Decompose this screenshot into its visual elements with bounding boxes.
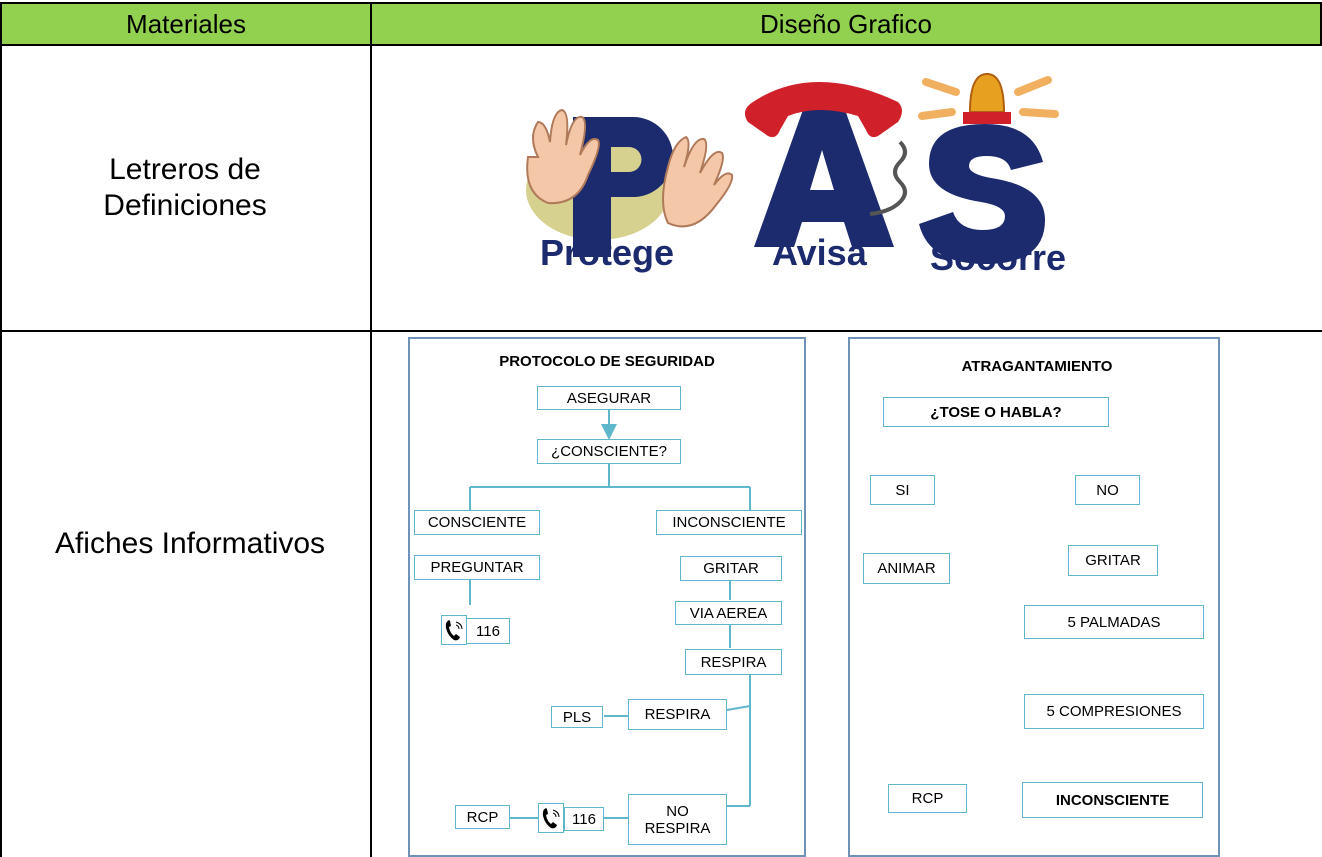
box-rcp-safety: RCP <box>455 805 510 829</box>
choking-title: ATRAGANTAMIENTO <box>961 358 1113 375</box>
box-pls: PLS <box>551 706 603 728</box>
letter-s-shape <box>919 124 1045 264</box>
box-animar: ANIMAR <box>863 553 950 584</box>
box-palmadas: 5 PALMADAS <box>1024 605 1204 639</box>
poster-safety-protocol <box>408 337 806 857</box>
phone-button-1 <box>441 615 467 645</box>
red-phone-icon <box>744 82 902 138</box>
box-phone-116-2: 116 <box>564 807 604 831</box>
phone-cord <box>869 140 907 216</box>
box-compresiones: 5 COMPRESIONES <box>1024 694 1204 729</box>
box-consciente: CONSCIENTE <box>414 510 540 535</box>
siren-icon <box>918 72 1059 124</box>
pas-logo: Protege Avisa Socorre <box>526 72 1066 278</box>
box-respira-2: RESPIRA <box>628 699 727 730</box>
box-via-aerea: VIA AEREA <box>675 601 782 625</box>
word-socorre: Socorre <box>930 237 1066 278</box>
header-design-text: Diseño Grafico <box>760 8 932 39</box>
header-design: Diseño Grafico <box>370 2 1322 46</box>
header-materials-text: Materiales <box>126 8 246 39</box>
row-label-afiches: Afiches Informativos <box>54 527 326 560</box>
row-label-letreros: Letreros de Definiciones <box>103 153 267 222</box>
box-tose-habla: ¿TOSE O HABLA? <box>883 397 1109 427</box>
box-no-respira: NO RESPIRA <box>628 794 727 845</box>
header-materials: Materiales <box>0 2 372 46</box>
word-protege: Protege <box>540 232 674 273</box>
phone-icon-2 <box>542 808 560 829</box>
box-si: SI <box>870 475 935 505</box>
table-border-left <box>0 44 2 857</box>
table-row-divider <box>0 330 1322 332</box>
left-hand-icon <box>526 108 600 205</box>
box-preguntar: PREGUNTAR <box>414 555 540 580</box>
table-border-mid <box>370 44 372 857</box>
box-asegurar: ASEGURAR <box>537 386 681 410</box>
box-rcp-choking: RCP <box>888 784 967 813</box>
box-no: NO <box>1075 475 1140 505</box>
phone-icon <box>445 620 463 641</box>
right-hand-icon <box>662 135 734 228</box>
letter-a-shape <box>754 107 894 247</box>
box-inconsciente: INCONSCIENTE <box>656 510 802 535</box>
box-consciente-q: ¿CONSCIENTE? <box>537 439 681 464</box>
box-inconsciente-choking: INCONSCIENTE <box>1022 782 1203 818</box>
box-gritar-1: GRITAR <box>680 556 782 581</box>
phone-button-2 <box>538 803 564 833</box>
box-phone-116-1: 116 <box>466 618 510 644</box>
safety-title: PROTOCOLO DE SEGURIDAD <box>499 353 715 370</box>
box-gritar-2: GRITAR <box>1068 545 1158 576</box>
word-avisa: Avisa <box>772 232 868 273</box>
box-respira-1: RESPIRA <box>685 649 782 675</box>
